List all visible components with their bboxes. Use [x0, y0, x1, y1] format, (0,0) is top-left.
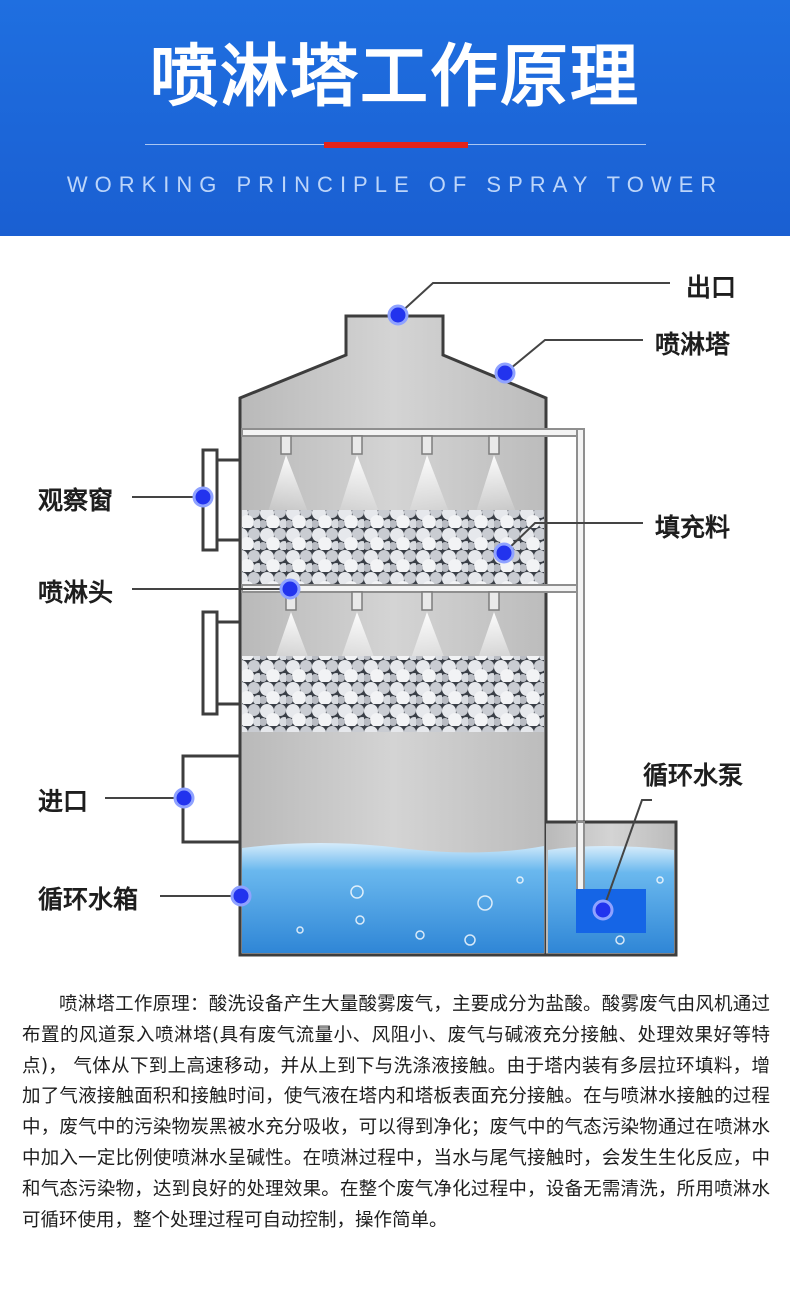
page-subtitle: WORKING PRINCIPLE OF SPRAY TOWER	[66, 172, 724, 197]
marker-window	[192, 486, 214, 508]
spray-cones	[268, 455, 516, 670]
title-divider-left	[145, 144, 325, 145]
observation-window-lower	[201, 610, 219, 716]
spray-tower-diagram: 出口 喷淋塔 观察窗 填充料 喷淋头 循环水泵 进口 循环水箱	[0, 236, 790, 976]
marker-tower	[494, 362, 516, 384]
marker-inlet	[173, 787, 195, 809]
marker-nozzle	[279, 578, 301, 600]
tower-illustration	[105, 282, 678, 957]
pipe-down	[576, 821, 585, 893]
label-packing: 填充料	[655, 513, 731, 542]
label-nozzle: 喷淋头	[38, 578, 114, 607]
label-tank: 循环水箱	[38, 885, 139, 914]
water-bubbles	[296, 876, 664, 946]
label-window: 观察窗	[38, 486, 114, 515]
description-text: 喷淋塔工作原理：酸洗设备产生大量酸雾废气，主要成分为盐酸。酸雾废气由风机通过布置…	[22, 994, 770, 1231]
label-outlet: 出口	[686, 273, 737, 302]
packing-layer-upper	[242, 510, 544, 584]
spray-pipe-system	[241, 428, 585, 900]
title-divider-right	[468, 144, 646, 145]
marker-packing	[493, 542, 515, 564]
header-banner: 喷淋塔工作原理 WORKING PRINCIPLE OF SPRAY TOWER	[0, 0, 790, 236]
label-pump: 循环水泵	[643, 761, 744, 790]
leader-lines	[105, 282, 670, 911]
packing-layer-lower	[242, 656, 544, 732]
marker-tank	[230, 885, 252, 907]
marker-outlet	[387, 304, 409, 326]
tower-water	[242, 843, 544, 953]
label-tower: 喷淋塔	[655, 330, 731, 359]
spray-nozzles	[280, 435, 500, 611]
marker-pump	[592, 899, 614, 921]
tower-body	[238, 314, 548, 957]
title-accent-bar	[324, 142, 468, 148]
markers	[173, 304, 614, 921]
label-inlet: 进口	[38, 787, 89, 816]
page-title: 喷淋塔工作原理	[149, 38, 640, 117]
